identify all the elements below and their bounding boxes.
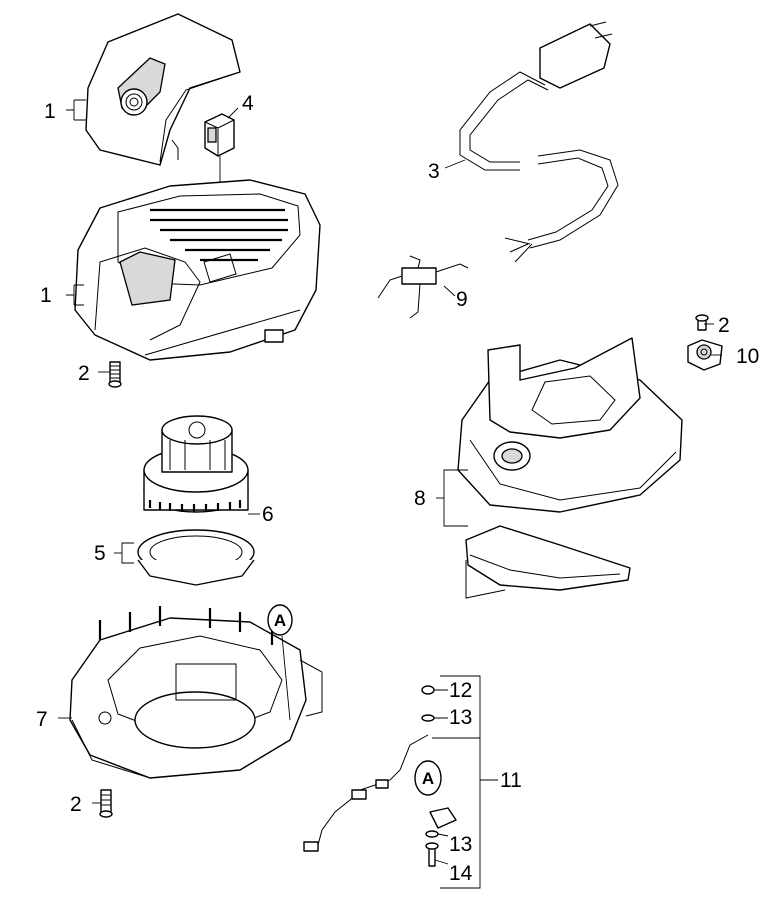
sensor-kit-part: A xyxy=(303,675,498,889)
callout-7-base: 7 xyxy=(36,708,48,731)
callout-5-gasket: 5 xyxy=(94,542,106,565)
base-marker-label: A xyxy=(274,611,286,630)
switch-part xyxy=(204,113,235,250)
power-cable-part xyxy=(444,21,619,263)
callout-13-washer-upper: 13 xyxy=(449,706,472,729)
callout-1-lid: 1 xyxy=(44,100,56,123)
base-marker: A xyxy=(267,604,293,721)
screw-right-part xyxy=(695,314,709,331)
callout-2-screw-bottom-left: 2 xyxy=(70,793,82,816)
motor-gasket-part xyxy=(114,529,255,586)
motor-base-part xyxy=(58,606,323,779)
callout-2-screw-top-left: 2 xyxy=(78,362,90,385)
callout-9-capacitor: 9 xyxy=(456,288,468,311)
callout-2-screw-right: 2 xyxy=(718,314,730,337)
callout-leaders xyxy=(66,99,722,804)
callout-8-cable-clamp: 8 xyxy=(414,487,426,510)
callout-1-head: 1 xyxy=(40,284,52,307)
sensor-marker-label: A xyxy=(422,769,434,788)
callout-14-screw: 14 xyxy=(449,862,473,885)
callout-11-sensor-kit: 11 xyxy=(500,769,522,792)
cable-clamp-assembly-part xyxy=(436,337,683,599)
callout-3-cable: 3 xyxy=(428,160,440,183)
screw-top-left-part xyxy=(108,361,122,388)
callout-13-washer-lower: 13 xyxy=(449,833,472,856)
float-holder-part xyxy=(687,339,723,371)
callout-6-motor: 6 xyxy=(262,503,274,526)
motor-part xyxy=(143,415,260,515)
lid-part xyxy=(85,13,241,166)
head-housing-part xyxy=(74,179,321,361)
callout-4-switch: 4 xyxy=(242,92,254,115)
callout-10-float-holder: 10 xyxy=(736,345,759,368)
callout-12-cap: 12 xyxy=(449,679,472,702)
capacitor-part xyxy=(377,255,469,319)
screw-bottom-left-part xyxy=(99,789,113,818)
